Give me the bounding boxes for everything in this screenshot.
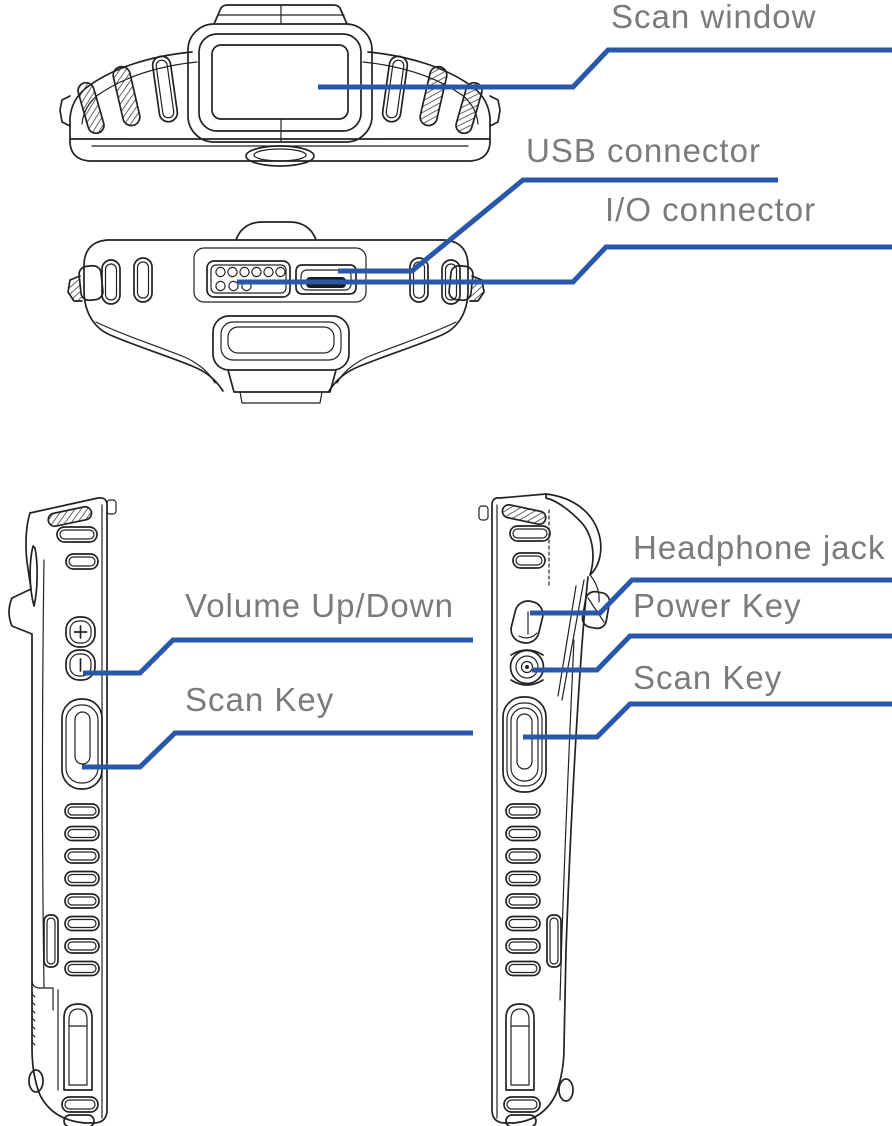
volume-up-button-shape xyxy=(65,616,96,648)
left-side-view-drawing xyxy=(8,497,117,1126)
label-scan-window: Scan window xyxy=(611,0,817,35)
callout-line-volume-up-down xyxy=(83,637,473,676)
callout-line-headphone-jack xyxy=(530,577,892,616)
callout-line-scan-window xyxy=(318,47,892,90)
top-view-drawing xyxy=(59,4,501,167)
label-volume-up-down: Volume Up/Down xyxy=(185,587,454,624)
connector-end-view-drawing xyxy=(67,221,485,404)
label-scan-key-left: Scan Key xyxy=(185,681,335,718)
io-connector-shape xyxy=(206,260,291,298)
callout-lines xyxy=(82,47,892,770)
power-key-shape xyxy=(509,649,545,686)
callout-line-power-key xyxy=(532,633,892,673)
label-usb-connector: USB connector xyxy=(526,132,761,169)
label-headphone-jack: Headphone jack xyxy=(633,529,886,566)
callout-line-scan-key-right xyxy=(523,701,892,740)
right-side-view-drawing xyxy=(478,493,611,1126)
scan-window-shape xyxy=(211,44,349,120)
label-power-key: Power Key xyxy=(633,587,802,624)
callout-line-scan-key-left xyxy=(82,730,473,770)
volume-down-button-shape xyxy=(65,649,96,681)
headphone-jack-shape xyxy=(510,600,544,644)
scan-key-left-shape xyxy=(61,698,103,790)
callout-line-io-connector xyxy=(237,244,892,285)
label-scan-key-right: Scan Key xyxy=(633,659,783,696)
callout-line-usb-connector xyxy=(338,177,778,274)
scan-key-right-shape xyxy=(502,696,547,793)
label-io-connector: I/O connector xyxy=(605,191,817,228)
